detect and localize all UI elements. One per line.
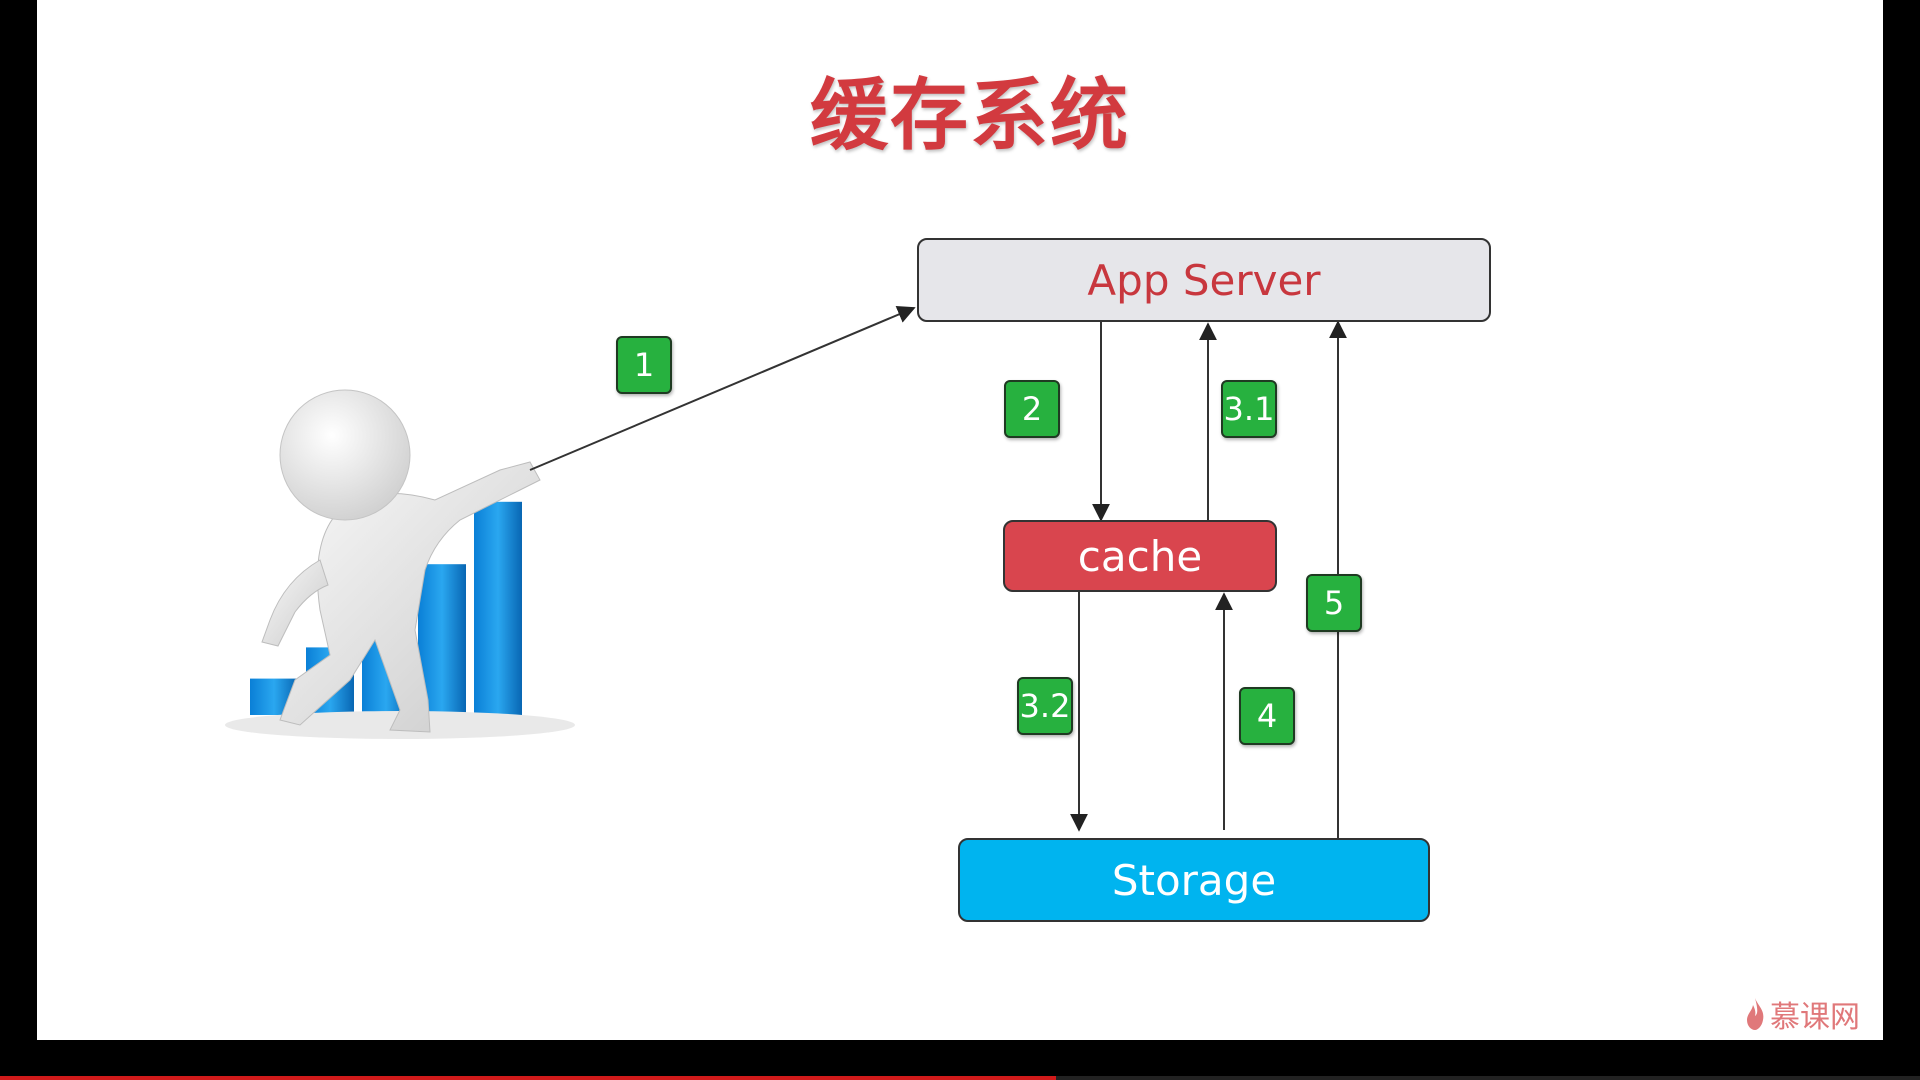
figure-body — [261, 389, 541, 733]
person-pointing-figure — [225, 389, 575, 739]
video-progress-bar[interactable] — [0, 1076, 1920, 1080]
cache-label: cache — [1077, 531, 1203, 581]
chart-bar-5 — [474, 501, 522, 715]
step-badge-2: 2 — [1004, 380, 1060, 438]
arrow-1-user-to-app-server — [529, 306, 916, 471]
step-badge-4: 4 — [1239, 687, 1295, 745]
video-progress-fill — [0, 1076, 1056, 1080]
step-badge-5: 5 — [1306, 574, 1362, 632]
step-badge-1: 1 — [616, 336, 672, 394]
step-badge-3-1: 3.1 — [1221, 380, 1277, 438]
app-server-label: App Server — [1087, 255, 1321, 305]
cache-node: cache — [1003, 520, 1277, 592]
storage-node: Storage — [958, 838, 1430, 922]
app-server-node: App Server — [917, 238, 1491, 322]
flame-logo-icon — [1747, 998, 1764, 1030]
step-badge-3-2: 3.2 — [1017, 677, 1073, 735]
storage-label: Storage — [1111, 855, 1277, 905]
watermark-text: 慕课网 — [1770, 1000, 1860, 1035]
slide-title: 缓存系统 — [809, 71, 1130, 161]
watermark: 慕课网 — [1744, 994, 1860, 1035]
